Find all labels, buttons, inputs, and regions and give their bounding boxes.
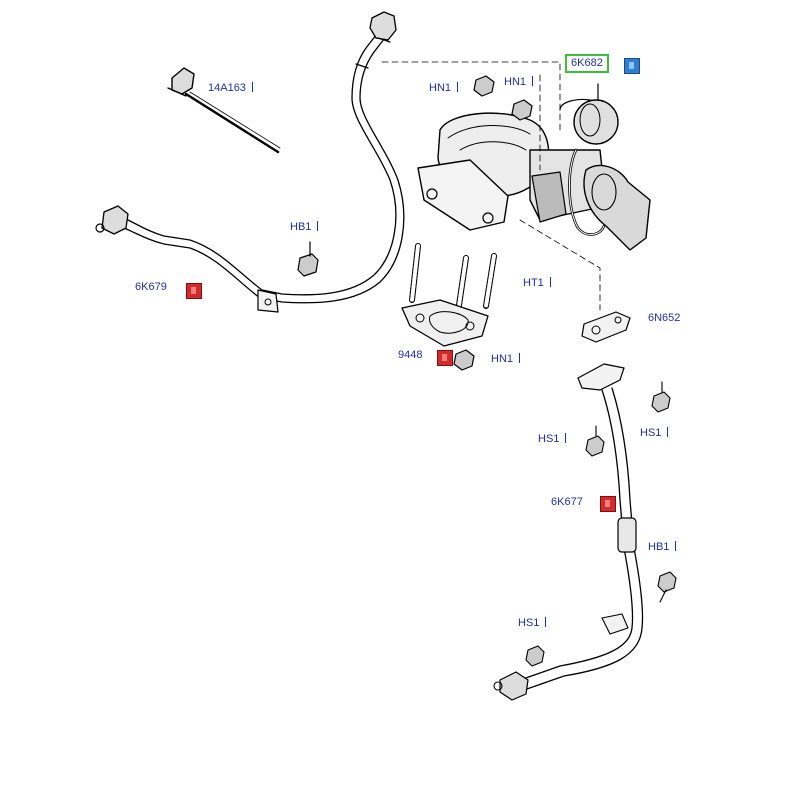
nut-hn1-upper-right — [511, 99, 533, 121]
part-tag-red-icon[interactable] — [186, 283, 202, 299]
label-6k677[interactable]: 6K677 — [551, 496, 583, 508]
gasket-6n652 — [581, 311, 631, 343]
gasket-9448 — [401, 299, 489, 347]
label-hs1-lower[interactable]: HS1 — [518, 617, 547, 630]
label-ht1[interactable]: HT1 — [523, 277, 551, 290]
label-6k679[interactable]: 6K679 — [135, 281, 167, 293]
oil-feed-pipe-6k679 — [95, 11, 405, 313]
oil-return-pipe-6k677 — [493, 363, 644, 701]
label-6k682-highlighted[interactable]: 6K682 — [565, 54, 609, 73]
label-hn1-upper-right[interactable]: HN1 — [504, 76, 534, 89]
label-hn1-upper-left[interactable]: HN1 — [429, 82, 459, 95]
label-hb1-upper[interactable]: HB1 — [290, 221, 319, 234]
bolt-hs1-right — [651, 381, 671, 413]
bolt-hb1-upper — [297, 241, 319, 277]
part-tag-red-icon[interactable] — [437, 350, 453, 366]
label-6n652[interactable]: 6N652 — [648, 312, 681, 324]
part-tag-blue-icon[interactable] — [624, 58, 640, 74]
label-14a163[interactable]: 14A163 — [208, 82, 253, 95]
nut-hn1-lower — [453, 349, 475, 371]
label-hb1-lower[interactable]: HB1 — [648, 541, 677, 554]
bolt-hs1-lower — [525, 645, 545, 667]
nut-hn1-upper-left — [473, 75, 495, 97]
cable-tie-14a163 — [167, 67, 281, 154]
part-tag-red-icon[interactable] — [600, 496, 616, 512]
bolt-hb1-lower — [657, 571, 677, 603]
label-9448[interactable]: 9448 — [398, 349, 423, 361]
label-hs1-right[interactable]: HS1 — [640, 427, 669, 440]
bolt-hs1-left — [585, 425, 605, 457]
label-hn1-lower[interactable]: HN1 — [491, 353, 521, 366]
studs-ht1 — [409, 243, 497, 315]
label-hs1-left[interactable]: HS1 — [538, 433, 567, 446]
turbocharger-6k682 — [381, 61, 651, 311]
